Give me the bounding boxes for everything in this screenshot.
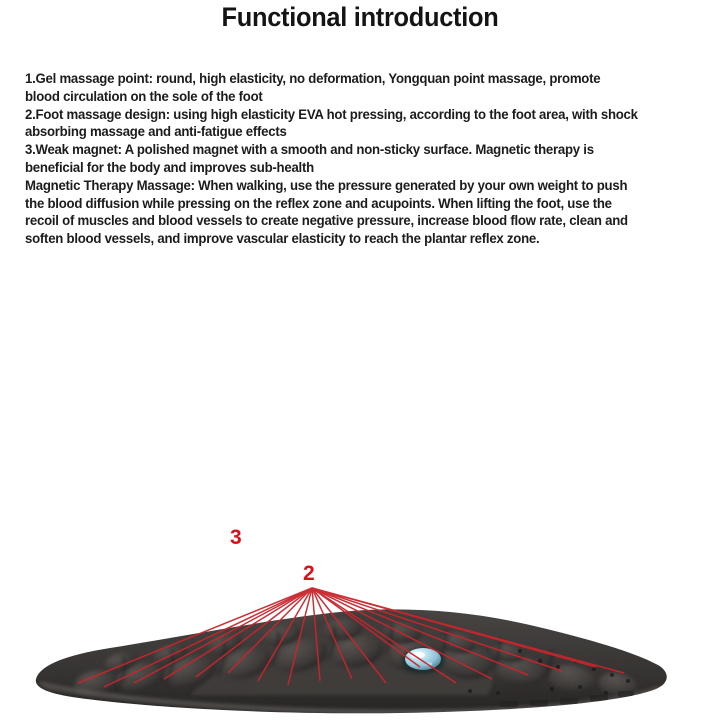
callout-label-2: 2 xyxy=(303,562,315,585)
description-line: 1.Gel massage point: round, high elastic… xyxy=(25,71,601,86)
description-line: blood circulation on the sole of the foo… xyxy=(25,88,263,104)
description-line: 2.Foot massage design: using high elasti… xyxy=(25,106,638,122)
description-line: beneficial for the body and improves sub… xyxy=(25,159,314,175)
page-title: Functional introduction xyxy=(221,2,499,32)
description-line: 3.Weak magnet: A polished magnet with a … xyxy=(25,142,594,158)
description-line: the blood diffusion while pressing on th… xyxy=(25,195,612,211)
insole-top-view-figure: Power Magnet Therapy 1 xyxy=(0,300,720,550)
description-line: Magnetic Therapy Massage: When walking, … xyxy=(25,177,628,193)
insole-angled-view-figure xyxy=(0,555,720,720)
description-line: absorbing massage and anti-fatigue effec… xyxy=(25,124,287,140)
functional-description-block: 1.Gel massage point: round, high elastic… xyxy=(25,70,695,248)
callout-2-leader-lines xyxy=(77,587,625,688)
callout-label-3: 3 xyxy=(230,526,242,549)
description-line: soften blood vessels, and improve vascul… xyxy=(25,231,540,247)
description-line: recoil of muscles and blood vessels to c… xyxy=(25,213,628,229)
